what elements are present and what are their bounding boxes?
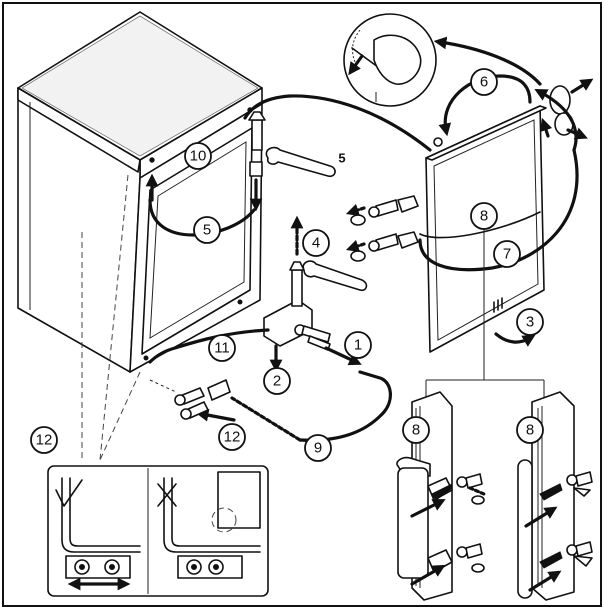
projection-line — [99, 174, 129, 461]
callout-6: 6 — [470, 68, 498, 96]
wrench-top: 5 — [265, 146, 346, 178]
handle-detail-right — [517, 391, 593, 601]
callout-12-inset: 12 — [30, 426, 58, 454]
callout-3: 3 — [516, 308, 544, 336]
svg-text:1: 1 — [354, 337, 362, 354]
cross-mark-icon — [157, 483, 177, 507]
check-mark-icon — [55, 479, 83, 507]
svg-text:11: 11 — [214, 340, 230, 357]
callout-1: 1 — [344, 331, 372, 359]
callouts: 10 5 4 6 8 7 3 1 — [30, 68, 544, 462]
projection-line — [99, 371, 141, 461]
callout-8-handle-left: 8 — [402, 416, 430, 444]
hinge-caps-right — [539, 78, 594, 140]
lower-screws — [149, 379, 231, 420]
callout-11: 11 — [208, 334, 236, 362]
movement-arrows — [145, 36, 579, 442]
callout-4: 4 — [302, 229, 330, 257]
svg-text:3: 3 — [526, 314, 534, 331]
inset-panel-12 — [47, 465, 269, 597]
callout-8-handle-right: 8 — [516, 416, 544, 444]
callout-2: 2 — [263, 367, 291, 395]
wrench-bottom — [302, 260, 368, 292]
svg-text:12: 12 — [36, 432, 53, 449]
svg-text:12: 12 — [224, 429, 241, 446]
top-hinge-pin — [248, 111, 266, 212]
callout-10: 10 — [184, 142, 212, 170]
svg-text:8: 8 — [412, 422, 420, 439]
svg-text:4: 4 — [312, 235, 320, 252]
callout-12-arrow: 12 — [218, 423, 246, 451]
svg-text:5: 5 — [203, 222, 211, 239]
svg-text:2: 2 — [273, 373, 281, 390]
svg-text:7: 7 — [503, 246, 511, 263]
callout-9: 9 — [304, 434, 332, 462]
svg-text:8: 8 — [526, 422, 534, 439]
callout-5: 5 — [193, 216, 221, 244]
svg-text:6: 6 — [480, 74, 488, 91]
callout-7: 7 — [493, 240, 521, 268]
svg-text:9: 9 — [314, 440, 322, 457]
handle-detail-left — [396, 391, 486, 601]
screwdriver-inset — [343, 13, 437, 107]
svg-text:10: 10 — [190, 148, 207, 165]
wrench-size-label: 5 — [338, 151, 345, 166]
callout-8-door: 8 — [470, 202, 498, 230]
cabinet — [17, 11, 263, 373]
handle-screws — [345, 195, 419, 262]
svg-text:8: 8 — [480, 208, 488, 225]
